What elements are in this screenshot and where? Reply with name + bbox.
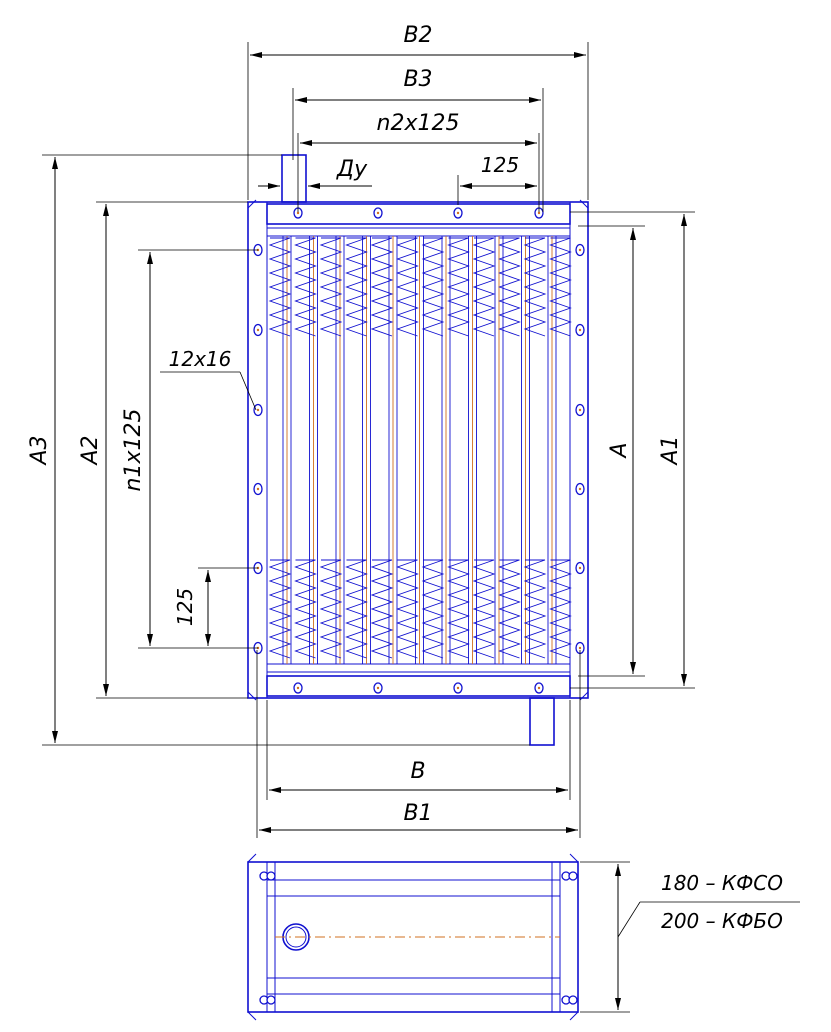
side-view-frame — [247, 861, 579, 1013]
side-view: 180 – КФСО 200 – КФБО — [247, 853, 800, 1021]
tube-bank — [282, 236, 557, 664]
label-n1x125: n1x125 — [121, 409, 146, 492]
bottom-header — [266, 675, 571, 697]
label-Dy: Ду — [336, 157, 368, 182]
label-B: B — [410, 759, 425, 784]
fin-zigzag — [447, 559, 470, 659]
fin-zigzag — [370, 559, 394, 659]
inlet-pipe — [281, 154, 307, 203]
fin-zigzag — [549, 559, 572, 659]
fin-zigzag — [447, 237, 470, 337]
mounting-holes — [253, 207, 585, 694]
label-B1: B1 — [403, 801, 432, 826]
fin-zigzag — [472, 237, 496, 337]
fin-zigzag — [345, 559, 368, 659]
fin-zigzag — [345, 237, 368, 337]
fin-zigzag — [268, 237, 292, 337]
fin-bank — [268, 237, 572, 659]
fin-zigzag — [294, 559, 317, 659]
dimension-labels: B2 B3 n2x125 Ду 125 A3 A2 n1x125 12x16 1… — [27, 23, 683, 826]
label-depth-kfbo: 200 – КФБО — [661, 909, 783, 933]
top-header — [266, 203, 571, 225]
fin-zigzag — [523, 237, 547, 337]
fin-zigzag — [498, 559, 521, 659]
outlet-pipe — [529, 697, 555, 746]
fin-zigzag — [294, 237, 317, 337]
label-A2: A2 — [78, 435, 103, 466]
label-A: A — [607, 442, 632, 459]
label-A1: A1 — [658, 435, 683, 466]
fin-zigzag — [319, 237, 343, 337]
fin-zigzag — [370, 237, 394, 337]
label-n2x125: n2x125 — [377, 111, 460, 136]
label-holes: 12x16 — [169, 347, 232, 371]
fin-zigzag — [472, 559, 496, 659]
label-pitch-side: 125 — [173, 588, 197, 626]
fin-zigzag — [396, 237, 419, 337]
fin-zigzag — [421, 559, 445, 659]
fin-zigzag — [421, 237, 445, 337]
fin-zigzag — [396, 559, 419, 659]
outer-frame — [247, 201, 589, 699]
fin-zigzag — [498, 237, 521, 337]
label-B3: B3 — [403, 67, 432, 92]
fin-zigzag — [523, 559, 547, 659]
dimension-lines — [42, 42, 695, 838]
fin-zigzag — [549, 237, 572, 337]
label-B2: B2 — [403, 23, 432, 48]
label-depth-kfso: 180 – КФСО — [661, 871, 783, 895]
fin-zigzag — [268, 559, 292, 659]
label-pitch-top: 125 — [481, 153, 519, 177]
label-A3: A3 — [27, 435, 52, 466]
fin-zigzag — [319, 559, 343, 659]
front-view — [247, 154, 589, 746]
